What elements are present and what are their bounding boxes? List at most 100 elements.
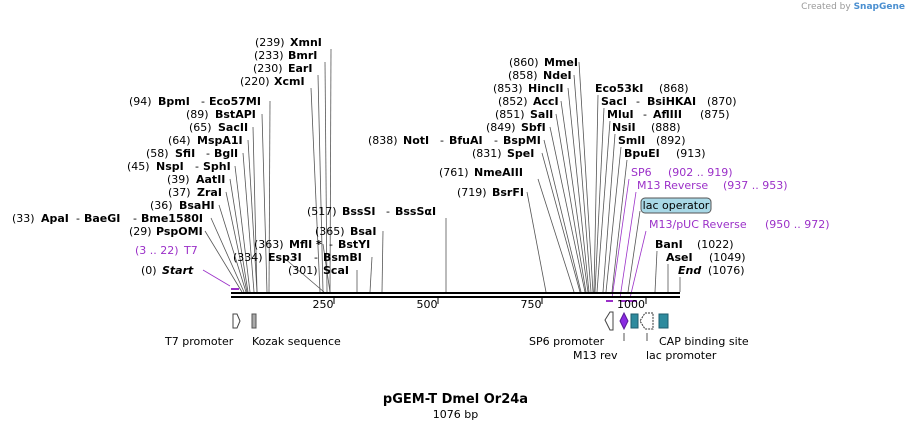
site-pos: (868): [659, 82, 689, 95]
svg-text:-: -: [195, 160, 199, 173]
plasmid-name: pGEM-T Dmel Or24a: [382, 392, 529, 407]
site-enzyme: BsrFI: [492, 186, 524, 199]
lac-promoter-arrow: [639, 312, 654, 330]
backbone-bottom: [231, 296, 680, 298]
site-connectors: [204, 48, 681, 293]
site-enzyme: NdeI: [543, 69, 572, 82]
site-pos: (517): [307, 205, 337, 218]
site-pos: (33): [12, 212, 35, 225]
site-pos: (1022): [697, 238, 734, 251]
site-pos: (761): [439, 166, 469, 179]
sp6-promoter-arrow: [604, 311, 614, 331]
site-enzyme: BssSI: [342, 205, 376, 218]
site-enzyme: NsiI: [612, 121, 636, 134]
site-pos: (65): [189, 121, 212, 134]
site-enzyme: BmrI: [288, 49, 317, 62]
site-pos: (239): [255, 36, 285, 49]
site-pos: (719): [457, 186, 487, 199]
primers: (3 .. 22) T7 SP6 (902 .. 919) M13 Revers…: [135, 166, 830, 257]
primer-name: T7: [183, 244, 198, 257]
lacop-connector: [627, 210, 641, 293]
site-pos: (37): [168, 186, 191, 199]
primer-bar-m13rev: [620, 300, 627, 302]
site-enzyme: BssSαI: [395, 205, 436, 218]
site-enzyme: NspI: [156, 160, 184, 173]
site-pos: (913): [676, 147, 706, 160]
primer-range: (3 .. 22): [135, 244, 179, 257]
svg-text:-: -: [206, 147, 210, 160]
site-enzyme: BaeGI: [84, 212, 120, 225]
site-enzyme: AatII: [196, 173, 225, 186]
site-enzyme: HincII: [528, 82, 564, 95]
site-enzyme: BpmI: [158, 95, 190, 108]
svg-text:-: -: [386, 205, 390, 218]
site-pos: (851): [495, 108, 525, 121]
site-enzyme: XcmI: [274, 75, 305, 88]
features: T7 promoter Kozak sequence SP6 promoter …: [164, 311, 749, 362]
backbone-top: [231, 292, 680, 294]
site-enzyme: NotI: [403, 134, 429, 147]
start-pos: (0): [141, 264, 157, 277]
site-pos: (58): [146, 147, 169, 160]
site-pos: (892): [656, 134, 686, 147]
site-pos: (888): [651, 121, 681, 134]
primer-name: SP6: [631, 166, 652, 179]
primer-range: (950 .. 972): [765, 218, 830, 231]
site-enzyme: PspOMI: [156, 225, 203, 238]
site-enzyme: SphI: [203, 160, 231, 173]
t7-promoter-label: T7 promoter: [164, 335, 234, 348]
end-label: End: [678, 264, 701, 277]
svg-text:-: -: [494, 134, 498, 147]
tick-250: 250: [313, 298, 334, 311]
primer-bar-t7: [231, 288, 239, 290]
snapgene-logo: SnapGene: [853, 2, 905, 12]
tick-1000: 1000: [617, 298, 645, 311]
site-enzyme: BfuAI: [449, 134, 483, 147]
svg-text:-: -: [201, 95, 205, 108]
site-enzyme: MflI *: [289, 238, 322, 251]
svg-text:-: -: [76, 212, 80, 225]
site-pos: (858): [508, 69, 538, 82]
site-enzyme: BsmBI: [323, 251, 362, 264]
site-enzyme: BstAPI: [215, 108, 256, 121]
site-enzyme: BspMI: [503, 134, 541, 147]
site-enzyme: BsiHKAI: [647, 95, 696, 108]
site-pos: (852): [498, 95, 528, 108]
svg-text:-: -: [643, 108, 647, 121]
site-enzyme: BsaI: [350, 225, 376, 238]
svg-text:-: -: [440, 134, 444, 147]
svg-text:-: -: [636, 95, 640, 108]
site-pos: (875): [700, 108, 730, 121]
site-pos: (233): [254, 49, 284, 62]
site-enzyme: NmeAIII: [474, 166, 523, 179]
site-pos: (849): [486, 121, 516, 134]
site-pos: (39): [167, 173, 190, 186]
site-enzyme: BanI: [655, 238, 683, 251]
svg-text:-: -: [133, 212, 137, 225]
primer-range: (937 .. 953): [723, 179, 788, 192]
site-enzyme: MluI: [607, 108, 634, 121]
site-enzyme: Eco53kI: [595, 82, 643, 95]
site-enzyme: SacI: [601, 95, 627, 108]
site-enzyme: SacII: [218, 121, 248, 134]
credit-prefix: Created by: [801, 2, 851, 12]
svg-text:-: -: [314, 251, 318, 264]
kozak-label: Kozak sequence: [252, 335, 341, 348]
left-sites: (33) ApaI - BaeGI - Bme1580I (29) PspOMI…: [12, 95, 261, 238]
kozak-box: [251, 313, 257, 329]
primer-bar-m13puc: [628, 300, 637, 302]
plasmid-length: 1076 bp: [432, 408, 479, 421]
primer-bar-sp6: [606, 300, 613, 302]
site-pos: (220): [240, 75, 270, 88]
site-enzyme: SpeI: [507, 147, 534, 160]
site-pos: (45): [127, 160, 150, 173]
site-pos: (831): [472, 147, 502, 160]
site-pos: (1049): [709, 251, 746, 264]
primer-range: (902 .. 919): [668, 166, 733, 179]
site-pos: (853): [493, 82, 523, 95]
site-pos: (29): [129, 225, 152, 238]
primer-name: M13/pUC Reverse: [649, 218, 747, 231]
site-pos: (365): [315, 225, 345, 238]
site-enzyme: EarI: [288, 62, 312, 75]
